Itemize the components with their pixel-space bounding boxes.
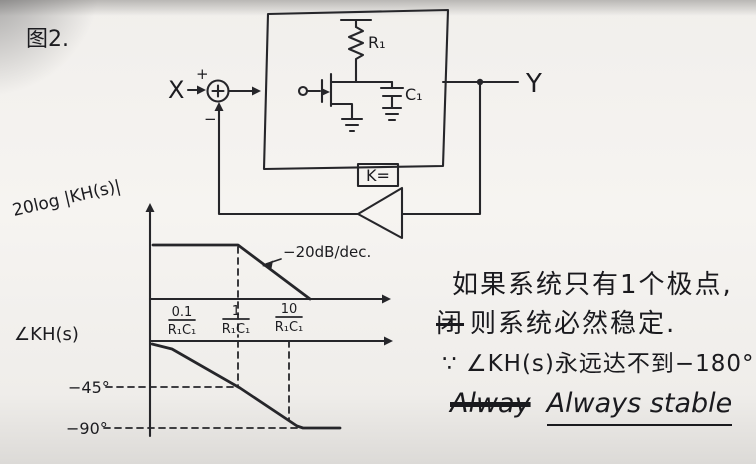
note-line-system-stable-text: 则系统必然稳定. — [470, 309, 677, 339]
note-line-only-one-pole: 如果系统只有1个极点, — [452, 270, 733, 300]
sum-minus-sign: − — [204, 110, 217, 128]
tick-denominator: R₁C₁ — [168, 323, 197, 338]
resistor-symbol — [347, 25, 365, 84]
arrowhead-up-icon — [214, 102, 224, 111]
gain-label-box — [356, 162, 400, 188]
output-label-y: Y — [525, 69, 542, 99]
tick-fraction-10-over-R1C1: 10 R₁C₁ — [275, 302, 304, 335]
summing-junction-plus-icon — [211, 84, 225, 98]
resistor-label: R₁ — [368, 33, 386, 52]
capacitor-symbol — [379, 80, 405, 109]
struck-word: Alway — [450, 388, 531, 419]
system-box-outline — [262, 8, 450, 171]
magnitude-curve — [151, 243, 312, 301]
phase-level-90-label: −90° — [66, 419, 108, 438]
arrowhead-right-icon — [252, 86, 261, 96]
tick-numerator: 0.1 — [172, 305, 193, 320]
arrowhead-up-icon — [145, 203, 155, 212]
tick-fraction-1-over-R1C1: 1 R₁C₁ — [222, 304, 251, 337]
tick-numerator: 1 — [232, 304, 240, 319]
capacitor-label: C₁ — [405, 85, 423, 104]
slope-annotation: −20dB/dec. — [283, 243, 371, 261]
feedback-wire-return — [217, 106, 360, 216]
note-line-phase-never-reaches: ∵ ∠KH(s)永远达不到−180° — [442, 351, 755, 377]
bode-phase-plot: ∠KH(s) −45° −90° — [14, 324, 393, 438]
bode-magnitude-plot: 20log |KH(s)| −20dB/dec. 0.1 R₁C₁ 1 R₁C₁ — [11, 177, 391, 438]
mosfet-arrow-icon — [323, 88, 330, 96]
tick-numerator: 10 — [281, 302, 298, 317]
supply-rail — [339, 18, 373, 29]
magnitude-axis-label: 20log |KH(s)| — [11, 177, 123, 221]
arrowhead-right-icon — [197, 85, 206, 95]
arrowhead-right-icon — [384, 336, 393, 346]
phase-axis-label: ∠KH(s) — [14, 324, 79, 345]
note-line-system-stable: 闭则系统必然稳定. — [436, 303, 676, 340]
arrowhead-left-icon — [262, 260, 273, 269]
tick-denominator: R₁C₁ — [222, 322, 251, 337]
source-wire — [329, 102, 354, 120]
tick-denominator: R₁C₁ — [275, 320, 304, 335]
input-label-x: X — [168, 76, 184, 104]
ground-symbol — [340, 117, 364, 133]
note-line-always-stable: Alway Always stable — [450, 388, 733, 426]
feedback-block-diagram: X + − R₁ C₁ — [168, 8, 542, 240]
arrowhead-right-icon — [382, 294, 391, 304]
struck-character: 闭 — [436, 309, 465, 339]
figure-label: 图2. — [26, 27, 69, 52]
gain-label: K= — [366, 166, 390, 185]
phase-level-45-label: −45° — [68, 378, 110, 397]
feedback-gain-triangle — [356, 186, 404, 240]
feedback-wire-down — [401, 80, 482, 216]
always-stable-text: Always stable — [546, 388, 733, 426]
sum-plus-sign: + — [196, 65, 209, 83]
gate-input-terminal — [297, 85, 309, 97]
phase-curve — [150, 342, 342, 430]
tick-fraction-0.1-over-R1C1: 0.1 R₁C₁ — [168, 305, 197, 338]
ground-symbol — [381, 106, 403, 122]
